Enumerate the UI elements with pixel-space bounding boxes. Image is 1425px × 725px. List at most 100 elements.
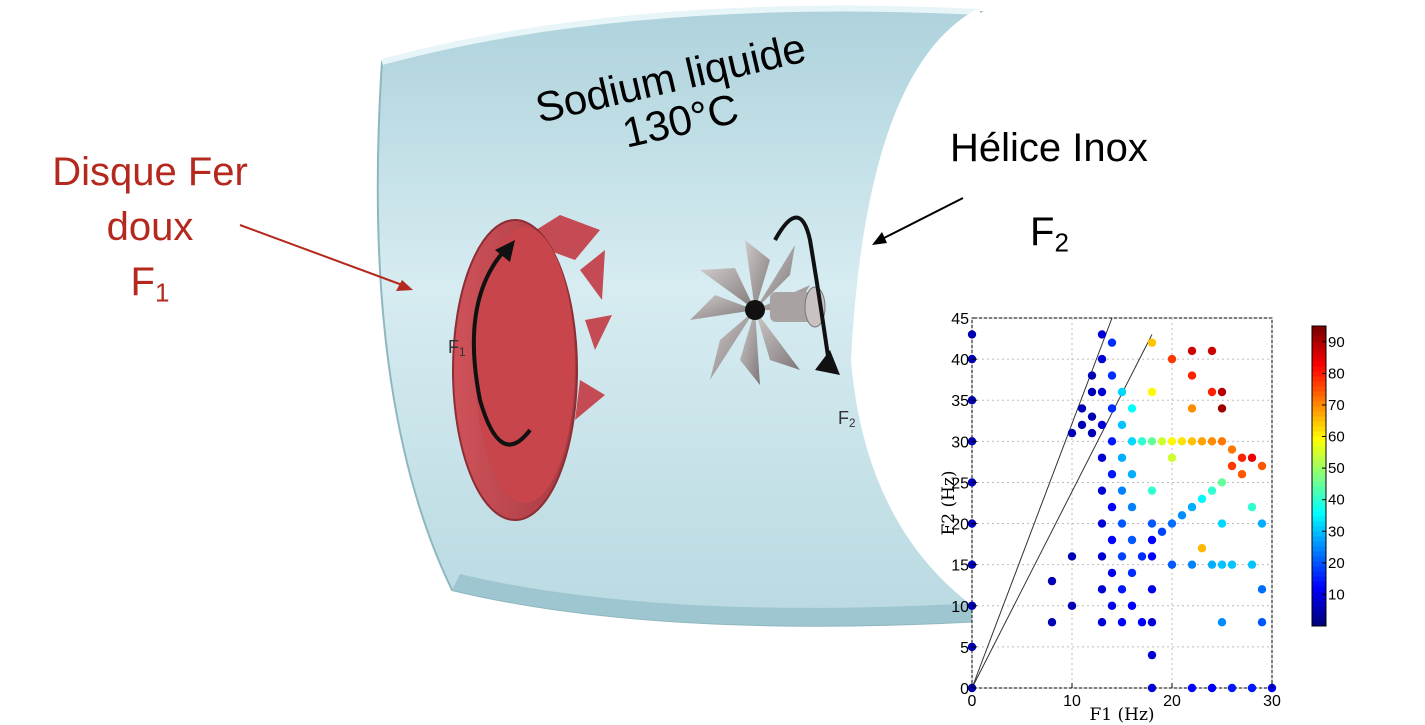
colorbar-segment bbox=[1312, 601, 1326, 607]
data-point bbox=[1147, 437, 1157, 446]
data-point bbox=[1047, 576, 1057, 586]
colorbar-segment bbox=[1312, 496, 1326, 502]
data-point bbox=[1147, 585, 1157, 594]
data-point bbox=[1197, 544, 1207, 553]
data-point bbox=[1187, 346, 1197, 356]
data-point bbox=[967, 330, 977, 339]
colorbar-segment bbox=[1312, 526, 1326, 532]
data-point bbox=[1097, 354, 1107, 364]
colorbar-segment bbox=[1312, 596, 1326, 602]
data-point bbox=[1237, 453, 1247, 462]
y-tick-label: 40 bbox=[951, 352, 969, 369]
colorbar-segment bbox=[1312, 391, 1326, 397]
x-tick-label: 30 bbox=[1263, 693, 1281, 710]
data-point bbox=[1127, 437, 1137, 446]
data-point bbox=[1117, 420, 1127, 430]
y-tick-label: 15 bbox=[951, 558, 969, 575]
data-point bbox=[1247, 453, 1257, 462]
colorbar-segment bbox=[1312, 516, 1326, 522]
data-point bbox=[1097, 486, 1107, 495]
chart-background bbox=[971, 317, 1273, 689]
data-point bbox=[1087, 428, 1097, 438]
small-f2-main: F bbox=[838, 408, 849, 428]
x-tick-label: 20 bbox=[1163, 693, 1181, 710]
colorbar-segment bbox=[1312, 616, 1326, 622]
colorbar-segment bbox=[1312, 481, 1326, 487]
data-point bbox=[1077, 404, 1087, 413]
data-point bbox=[1097, 552, 1107, 561]
colorbar-segment bbox=[1312, 396, 1326, 402]
data-point bbox=[1127, 404, 1137, 413]
propeller-frequency-main: F bbox=[1030, 210, 1055, 254]
disk-rotation-arrow bbox=[471, 248, 532, 447]
data-point bbox=[1177, 511, 1187, 520]
disk-frequency-sub: 1 bbox=[154, 277, 170, 308]
disk-label-line2-text: doux bbox=[106, 205, 194, 249]
reference-line bbox=[971, 317, 1113, 689]
data-point bbox=[1107, 535, 1117, 545]
data-point bbox=[1107, 502, 1117, 512]
colorbar-segment bbox=[1312, 611, 1326, 617]
colorbar-frame bbox=[1311, 325, 1327, 627]
data-point bbox=[1257, 585, 1267, 594]
propeller-label: Hélice Inox bbox=[950, 128, 1148, 168]
propeller-frequency-sub: 2 bbox=[1054, 227, 1069, 258]
data-point bbox=[1087, 387, 1097, 397]
colorbar-segment bbox=[1312, 456, 1326, 462]
data-point bbox=[1167, 560, 1177, 569]
colorbar-segment bbox=[1312, 576, 1326, 582]
data-point bbox=[1207, 387, 1217, 397]
disk-pointer-arrow bbox=[239, 224, 413, 291]
data-point bbox=[1177, 437, 1187, 446]
data-point bbox=[1077, 420, 1087, 430]
data-point bbox=[1097, 585, 1107, 594]
data-point bbox=[1137, 437, 1147, 446]
cylinder-bottom-lip bbox=[452, 574, 1000, 626]
data-point bbox=[1127, 601, 1137, 610]
colorbar-tick-label: 90 bbox=[1328, 334, 1345, 351]
data-point bbox=[1207, 346, 1217, 356]
data-point bbox=[1067, 428, 1077, 438]
data-point bbox=[1067, 601, 1077, 610]
data-point bbox=[1117, 486, 1127, 495]
data-point bbox=[1167, 453, 1177, 462]
disk-label-line2: doux bbox=[20, 207, 280, 247]
data-point bbox=[1107, 568, 1117, 578]
colorbar-segment bbox=[1312, 606, 1326, 612]
data-point bbox=[1137, 552, 1147, 561]
x-tick-label: 0 bbox=[968, 693, 977, 710]
data-point bbox=[1227, 683, 1237, 693]
colorbar-tick-label: 70 bbox=[1328, 397, 1345, 414]
colorbar-segment bbox=[1312, 501, 1326, 507]
data-point bbox=[1127, 502, 1137, 512]
data-point bbox=[1067, 552, 1077, 561]
data-point bbox=[1237, 470, 1247, 479]
cylinder-rim bbox=[850, 8, 1003, 624]
data-point bbox=[1247, 560, 1257, 569]
data-point bbox=[1247, 683, 1257, 693]
data-point bbox=[1227, 445, 1237, 454]
data-point bbox=[1187, 404, 1197, 413]
data-point bbox=[1227, 560, 1237, 569]
colorbar-segment bbox=[1312, 431, 1326, 437]
colorbar-tick-label: 80 bbox=[1328, 365, 1345, 382]
colorbar-segment bbox=[1312, 356, 1326, 362]
data-point bbox=[1227, 461, 1237, 471]
data-point bbox=[1197, 437, 1207, 446]
data-point bbox=[1047, 618, 1057, 627]
y-tick-label: 0 bbox=[960, 681, 969, 698]
data-point bbox=[1217, 618, 1227, 627]
colorbar-tick-label: 20 bbox=[1328, 555, 1345, 572]
colorbar-segment bbox=[1312, 341, 1326, 347]
y-tick-label: 25 bbox=[951, 475, 969, 492]
colorbar-segment bbox=[1312, 551, 1326, 557]
data-point bbox=[1097, 387, 1107, 397]
data-point bbox=[1217, 560, 1227, 569]
colorbar-segment bbox=[1312, 571, 1326, 577]
colorbar-segment bbox=[1312, 556, 1326, 562]
data-point bbox=[1127, 470, 1137, 479]
